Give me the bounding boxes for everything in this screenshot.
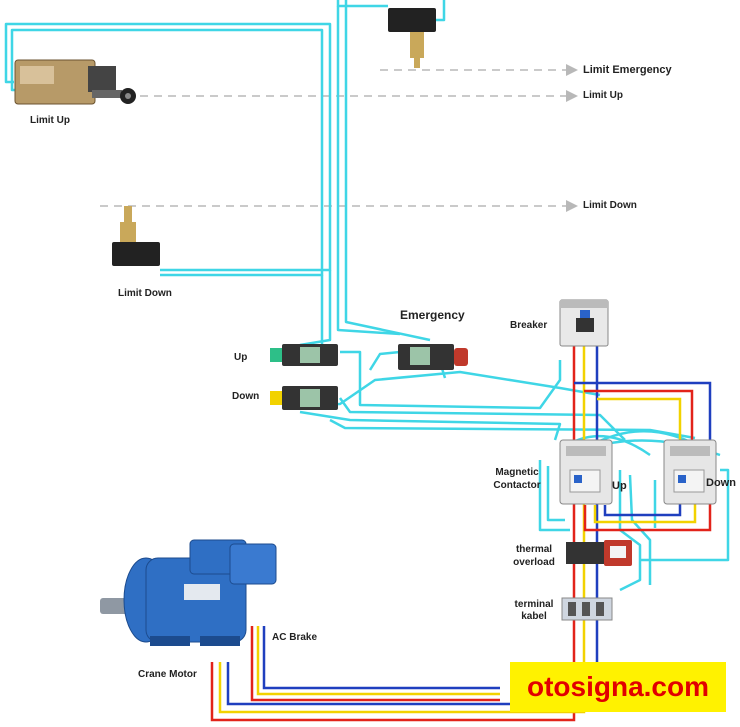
ac-brake-label: AC Brake	[272, 632, 318, 643]
limit-down-switch-icon	[112, 206, 160, 266]
contactor-down-label: Down	[706, 477, 736, 489]
contactor-up-icon	[559, 439, 613, 505]
terminal-label: terminal	[514, 599, 554, 610]
red-phase-wire	[210, 345, 576, 722]
overload-label: overload	[513, 557, 555, 568]
thermal-label: thermal	[515, 544, 553, 555]
arrow-limit-up-label: Limit Up	[583, 90, 623, 101]
contactor-down-icon	[663, 439, 717, 505]
arrow-limit-down-label: Limit Down	[583, 200, 637, 211]
breaker-icon	[559, 299, 609, 347]
watermark-logo: otosigna.com	[510, 662, 726, 712]
magnetic-label: Magnetic	[495, 467, 539, 478]
down-push-button-icon	[270, 386, 338, 410]
limit-up-switch-icon	[14, 59, 136, 105]
arrow-limit-emergency-label: Limit Emergency	[583, 64, 672, 76]
contactor-up-label: Up	[612, 480, 627, 492]
down-button-label: Down	[232, 391, 260, 402]
crane-motor-label: Crane Motor	[138, 669, 197, 680]
power-wires	[210, 345, 712, 722]
crane-motor-icon	[100, 539, 277, 646]
contactor-label: Contactor	[493, 480, 541, 491]
up-push-button-icon	[270, 344, 338, 366]
limit-down-label: Limit Down	[118, 288, 172, 299]
limit-up-label: Limit Up	[30, 115, 70, 126]
kabel-label: kabel	[521, 611, 547, 622]
blue-phase-wire	[226, 345, 599, 706]
limit-emergency-switch-icon	[388, 8, 436, 68]
dashed-arrows	[100, 64, 578, 212]
emergency-label: Emergency	[400, 308, 465, 322]
terminal-block-icon	[561, 597, 613, 621]
thermal-overload-icon	[566, 540, 632, 566]
up-button-label: Up	[234, 352, 248, 363]
emergency-button-icon	[398, 344, 468, 370]
breaker-label: Breaker	[510, 320, 548, 331]
